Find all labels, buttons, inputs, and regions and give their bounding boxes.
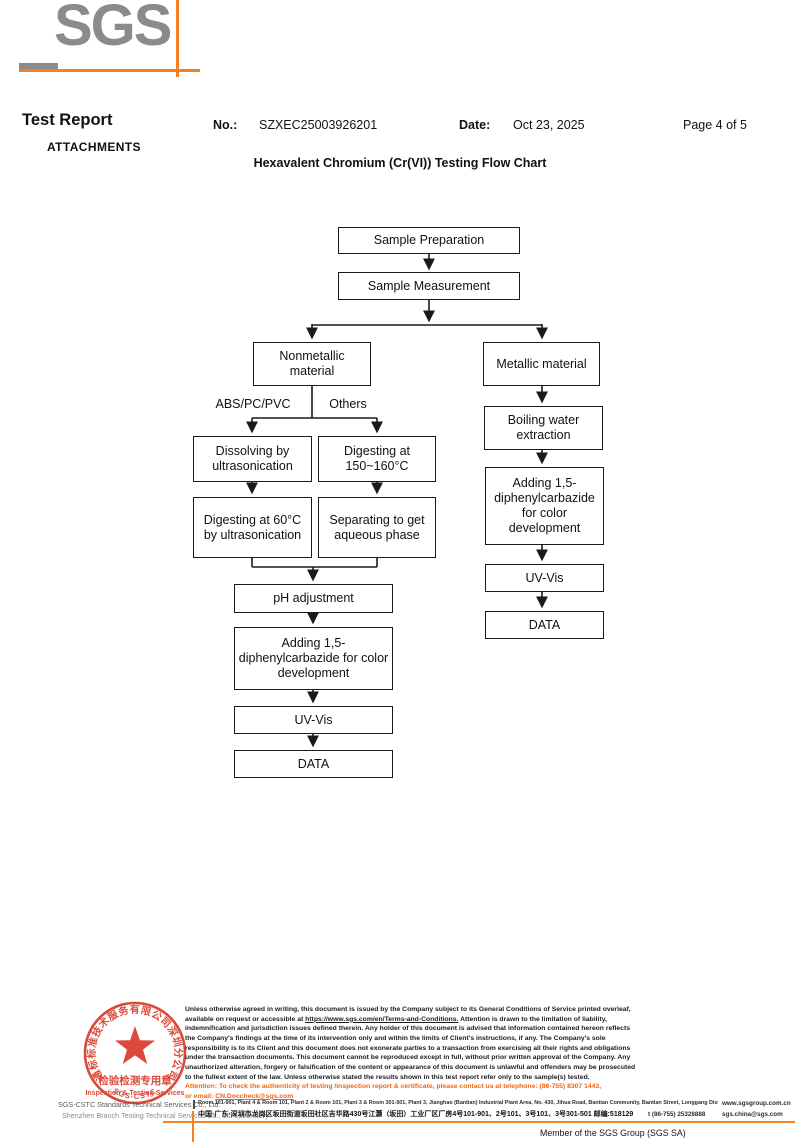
date-label: Date: (459, 118, 491, 132)
website-link[interactable]: www.sgsgroup.com.cn (722, 1100, 791, 1107)
member-of-sgs-group: Member of the SGS Group (SGS SA) (540, 1128, 686, 1138)
legal-line: under the transaction documents. This do… (185, 1054, 631, 1062)
legal-line: indemnification and jurisdiction issues … (185, 1025, 631, 1033)
doccheck-email-link[interactable]: CN.Doccheck@sgs.com (215, 1092, 294, 1100)
legal-text: Attention is drawn to the limitation of … (458, 1015, 607, 1023)
flow-box-separating-aqueous: Separating to get aqueous phase (318, 497, 436, 558)
address-english: Room 101-901, Plant 4 & Room 101, Plant … (198, 1100, 718, 1106)
legal-line: responsibility is to its Client and this… (185, 1044, 631, 1052)
legal-text: available on request or accessible at (185, 1015, 306, 1023)
flow-box-digesting-60: Digesting at 60°C by ultrasonication (193, 497, 312, 558)
report-no-value: SZXEC25003926201 (259, 118, 378, 132)
legal-line: Unless otherwise agreed in writing, this… (185, 1006, 631, 1013)
flow-box-metallic-material: Metallic material (483, 342, 600, 386)
branch-label-abs-pc-pvc: ABS/PC/PVC (215, 397, 291, 411)
flow-chart-connectors (246, 254, 548, 748)
report-no-label: No.: (213, 118, 238, 132)
attention-line: or email: CN.Doccheck@sgs.com (185, 1092, 722, 1102)
flow-box-ph-adjustment: pH adjustment (234, 584, 393, 613)
address-divider (193, 1100, 195, 1109)
flow-box-uv-vis-left: UV-Vis (234, 706, 393, 734)
attention-text: or email: (185, 1092, 216, 1100)
flow-box-adding-diphenylcarbazide-right: Adding 1,5-diphenylcarbazide for color d… (485, 467, 604, 545)
company-name-line2: Shenzhen Branch Testing Technical Servic… (62, 1111, 269, 1120)
footer-orange-horizontal-line (163, 1121, 795, 1124)
address-chinese: 中国·广东·深圳市龙岗区坂田街道坂田社区吉华路430号江灏（坂田）工业厂区厂房4… (198, 1111, 634, 1118)
report-title: Test Report (22, 111, 113, 129)
date-value: Oct 23, 2025 (513, 118, 585, 132)
attachments-label: ATTACHMENTS (47, 140, 141, 154)
legal-line: to the fullest extent of the law. Unless… (185, 1073, 590, 1081)
flow-box-data-left: DATA (234, 750, 393, 778)
terms-and-conditions-link[interactable]: https://www.sgs.com/en/Terms-and-Conditi… (305, 1015, 459, 1023)
attention-line: Attention: To check the authenticity of … (185, 1083, 602, 1091)
sgs-china-email-link[interactable]: sgs.china@sgs.com (722, 1111, 783, 1118)
legal-line: unauthorized alteration, forgery or fals… (185, 1063, 636, 1071)
flow-box-uv-vis-right: UV-Vis (485, 564, 604, 592)
page-number: Page 4 of 5 (683, 118, 747, 132)
stamp-line1: 检验检测专用章 (98, 1074, 172, 1087)
logo-gray-underline (19, 63, 58, 70)
legal-disclaimer: Unless otherwise agreed in writing, this… (185, 1005, 722, 1102)
company-name-line1: SGS-CSTC Standards Technical Services Co… (58, 1100, 221, 1109)
company-stamp: 通标标准技术服务有限公司深圳分公司 SGS-CSTC 检验检测专用章 Inspe… (83, 1001, 187, 1105)
flow-chart-title: Hexavalent Chromium (Cr(VI)) Testing Flo… (253, 156, 547, 170)
flow-box-dissolving-ultrasonication: Dissolving by ultrasonication (193, 436, 312, 482)
flow-box-boiling-water-extraction: Boiling water extraction (484, 406, 603, 450)
flow-box-adding-diphenylcarbazide-left: Adding 1,5-diphenylcarbazide for color d… (234, 627, 393, 690)
footer-orange-vertical-line (192, 1111, 195, 1142)
flow-box-sample-preparation: Sample Preparation (338, 227, 520, 254)
flow-box-digesting-150-160: Digesting at 150~160°C (318, 436, 436, 482)
logo-orange-horizontal-line (19, 69, 200, 72)
legal-line: the Company's findings at the time of it… (185, 1034, 606, 1042)
flow-box-sample-measurement: Sample Measurement (338, 272, 520, 300)
stamp-line2: Inspection & Testing Services (85, 1090, 184, 1097)
sgs-logo: SGS (54, 0, 172, 58)
stamp-star-icon (115, 1026, 155, 1064)
logo-orange-vertical-line (176, 0, 179, 77)
telephone: t (86-755) 25328888 (648, 1111, 706, 1118)
flow-box-data-right: DATA (485, 611, 604, 639)
branch-label-others: Others (329, 397, 367, 411)
legal-line: available on request or accessible at ht… (185, 1015, 722, 1025)
flow-box-nonmetallic-material: Nonmetallic material (253, 342, 371, 386)
